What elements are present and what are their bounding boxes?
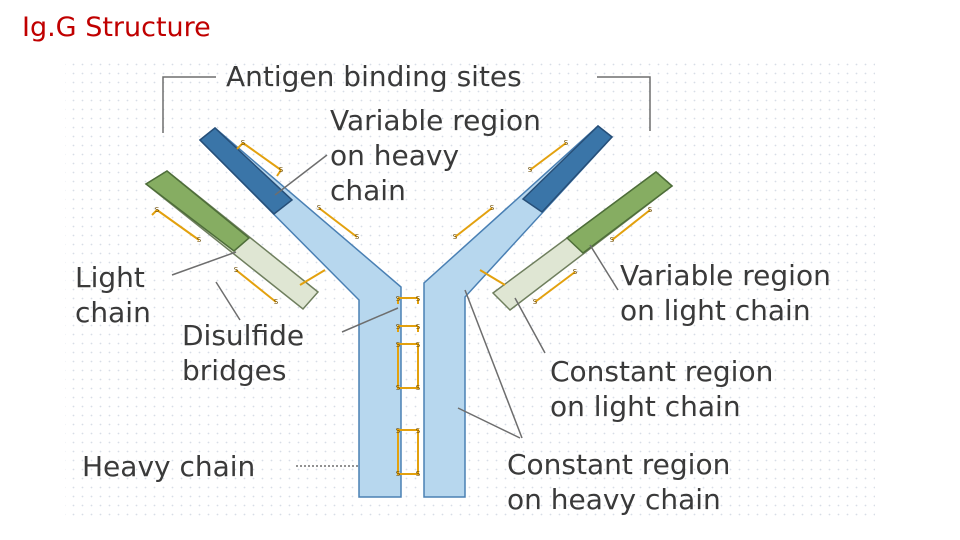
light-chains [144, 170, 674, 311]
sulfur-symbol: S [416, 323, 421, 331]
sulfur-symbol: S [241, 139, 246, 147]
sulfur-symbol: S [317, 204, 322, 212]
sulfur-symbol: S [274, 298, 279, 306]
sulfur-symbol: S [355, 233, 360, 241]
sulfur-symbol: S [416, 384, 421, 392]
leader-line-variable-heavy [274, 154, 328, 196]
leader-line-constant-heavy [464, 289, 523, 439]
sulfur-symbol: S [573, 268, 578, 276]
leader-line-light-chain [171, 251, 237, 276]
disulfide-bridge [397, 429, 419, 475]
leader-line-variable-light [589, 244, 619, 291]
sulfur-symbol: S [396, 323, 401, 331]
disulfide-bridge [534, 271, 576, 303]
disulfide-bridge [299, 269, 326, 286]
disulfide-bridge [397, 325, 419, 332]
disulfide-s-symbols: S S S S S S S S S S S S S S S S S S S S … [155, 139, 653, 478]
leader-line-constant-heavy [457, 407, 521, 439]
leader-lines [162, 76, 651, 467]
sulfur-symbol: S [564, 139, 569, 147]
sulfur-symbol: S [416, 295, 421, 303]
antigen-site-bracket-right [597, 76, 651, 131]
heavy-chains [198, 125, 614, 498]
label-variable-light-2: on light chain [620, 294, 811, 327]
label-constant-heavy-2: on heavy chain [507, 483, 721, 516]
label-constant-light-1: Constant region [550, 355, 773, 388]
sulfur-symbol: S [610, 236, 615, 244]
antigen-site-bracket-left [162, 76, 216, 133]
sulfur-symbol: S [396, 295, 401, 303]
variable-region-light-right [565, 171, 674, 254]
disulfide-bridge [611, 209, 651, 241]
sulfur-symbol: S [416, 341, 421, 349]
sulfur-symbol: S [396, 427, 401, 435]
variable-region-light-left [144, 170, 251, 252]
sulfur-symbol: S [197, 236, 202, 244]
sulfur-symbol: S [396, 470, 401, 478]
label-variable-heavy-3: chain [330, 174, 406, 207]
sulfur-symbol: S [234, 266, 239, 274]
sulfur-symbol: S [279, 166, 284, 174]
variable-region-heavy-right [521, 125, 614, 213]
label-antigen-binding-sites: Antigen binding sites [226, 60, 522, 93]
disulfide-bridge [318, 207, 358, 238]
sulfur-symbol: S [528, 166, 533, 174]
label-variable-heavy-1: Variable region [330, 104, 541, 137]
sulfur-symbol: S [533, 298, 538, 306]
label-variable-heavy-2: on heavy [330, 139, 459, 172]
label-disulfide-1: Disulfide [182, 319, 304, 352]
disulfide-bridge [151, 209, 200, 241]
slide-title: Ig.G Structure [22, 12, 211, 43]
label-light-chain-2: chain [75, 296, 151, 329]
disulfide-bridge [235, 269, 277, 303]
sulfur-symbol: S [416, 427, 421, 435]
label-constant-light-2: on light chain [550, 390, 741, 423]
sulfur-symbol: S [396, 384, 401, 392]
sulfur-symbol: S [416, 470, 421, 478]
sulfur-symbol: S [155, 206, 160, 214]
leader-line-disulfide [341, 307, 399, 333]
disulfide-bridge [397, 297, 419, 304]
disulfide-bridge [479, 269, 506, 286]
sulfur-symbol: S [396, 341, 401, 349]
disulfide-bridge [397, 343, 419, 389]
disulfide-bridge [454, 207, 493, 238]
label-constant-heavy-1: Constant region [507, 448, 730, 481]
label-heavy-chain: Heavy chain [82, 450, 255, 483]
disulfide-bridges [151, 142, 651, 475]
leader-line-constant-light [514, 297, 546, 354]
disulfide-bridge [529, 142, 567, 171]
sulfur-symbol: S [490, 204, 495, 212]
disulfide-bridge [236, 142, 282, 177]
leader-line-disulfide [215, 281, 241, 321]
label-variable-light-1: Variable region [620, 259, 831, 292]
label-light-chain-1: Light [75, 261, 145, 294]
sulfur-symbol: S [453, 233, 458, 241]
sulfur-symbol: S [648, 206, 653, 214]
label-disulfide-2: bridges [182, 354, 286, 387]
diagram-labels: Antigen binding sites Variable region on… [75, 60, 831, 516]
variable-region-heavy-left [198, 127, 294, 215]
